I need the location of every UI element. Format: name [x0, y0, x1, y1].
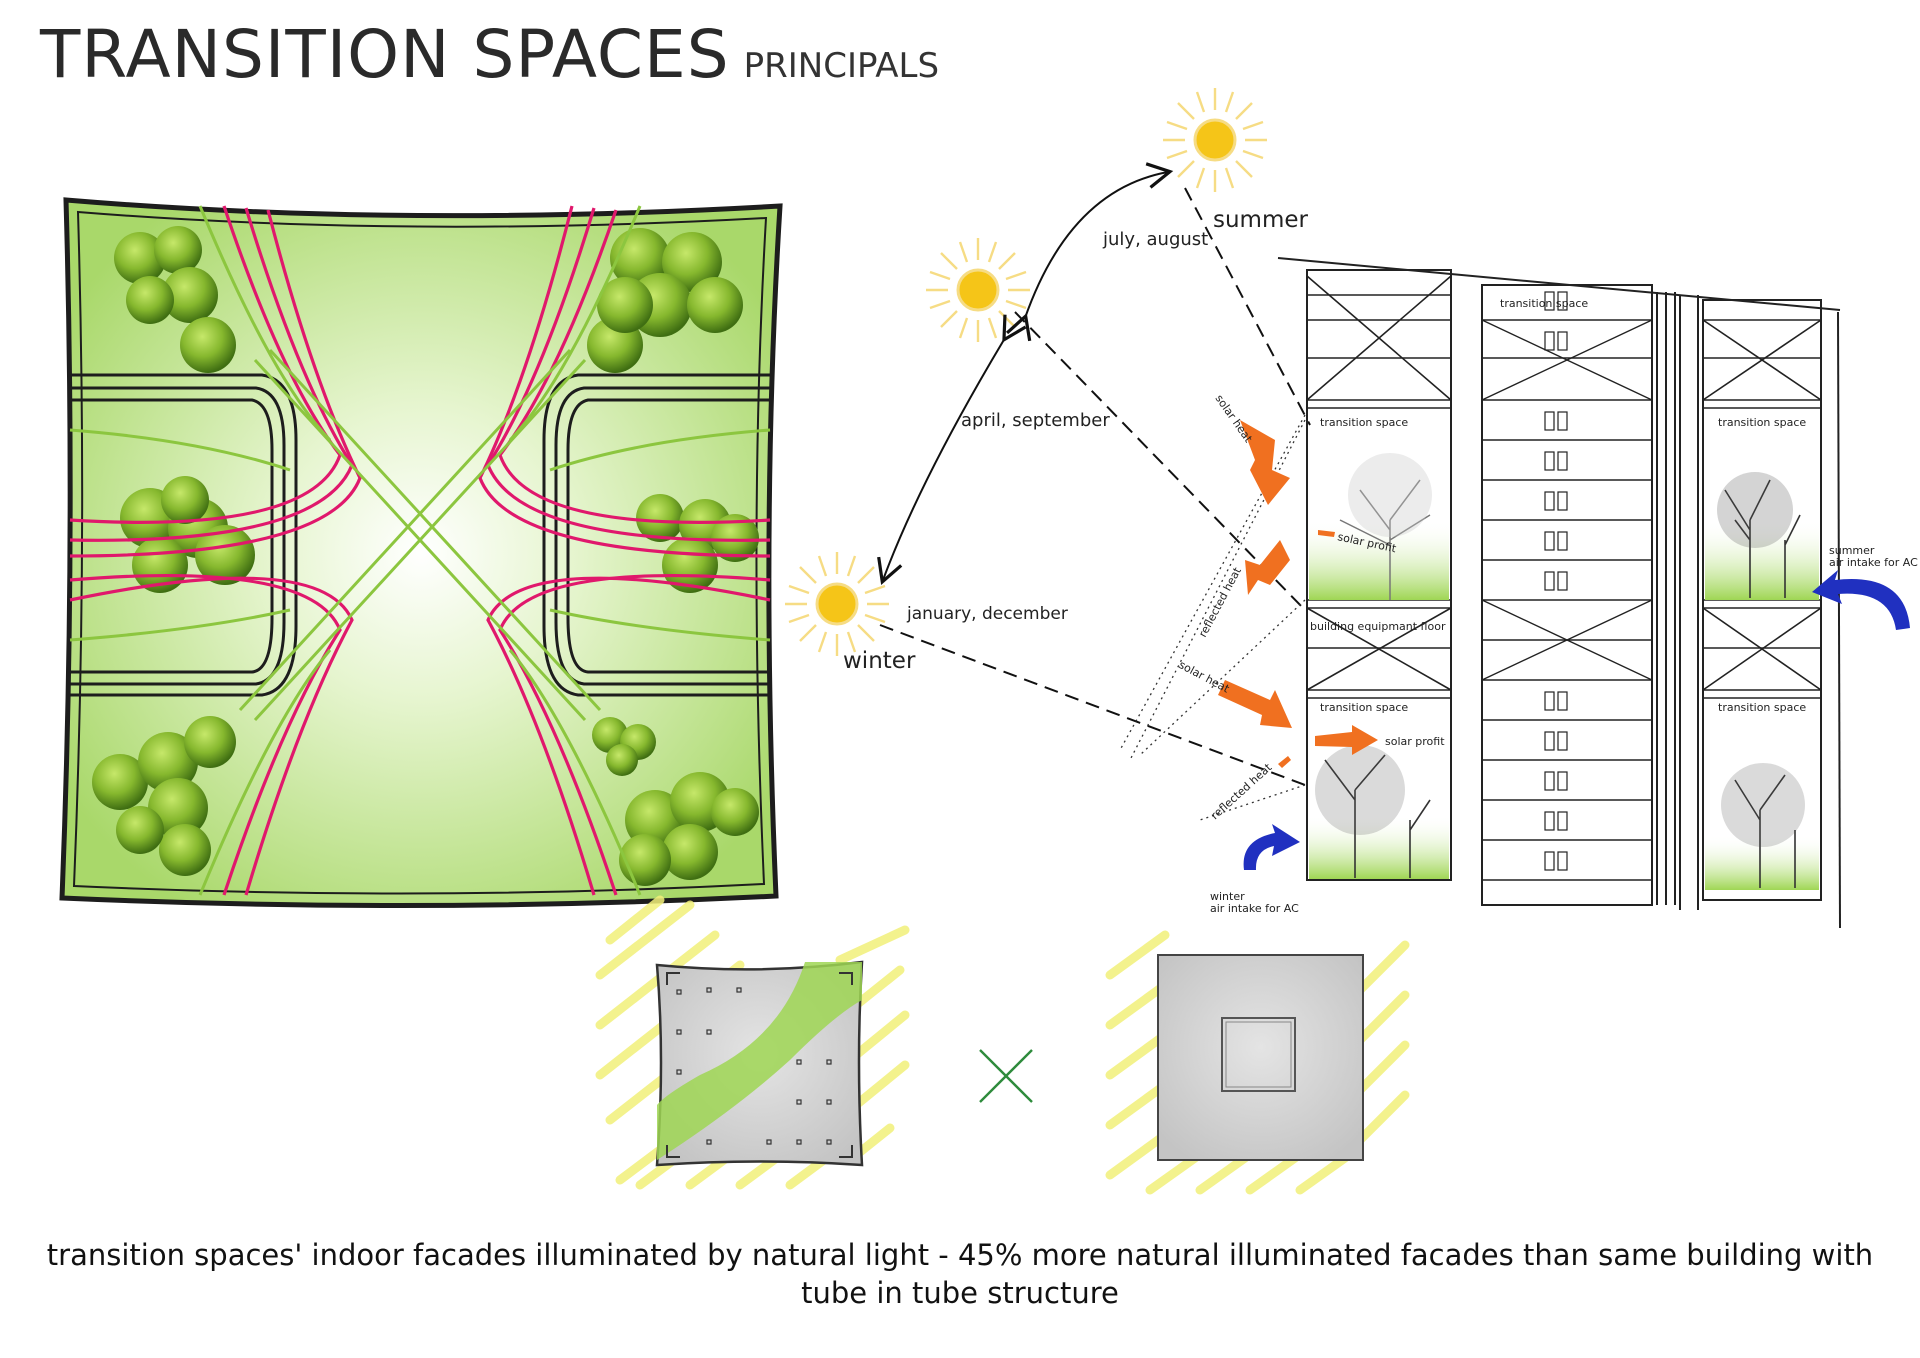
tree-icon [120, 476, 255, 593]
sun-icon [785, 552, 889, 656]
label-solar-heat-upper: solar heat [1213, 392, 1256, 445]
label-winter-intake-2: air intake for AC [1210, 902, 1299, 915]
floor-plan [59, 197, 783, 909]
title-sub: PRINCIPALS [743, 46, 940, 86]
slab-grid-dots [676, 987, 832, 1145]
tree-icon [1721, 763, 1805, 888]
label-lower-right: transition space [1718, 701, 1806, 714]
label-reflected-heat-lower: reflected heat [1208, 760, 1275, 822]
reflection-lines [1119, 414, 1306, 821]
caption: transition spaces' indoor facades illumi… [46, 1238, 1874, 1310]
sun-path: summer july, august april, september win… [785, 88, 1311, 786]
label-top-transition: transition space [1500, 297, 1588, 310]
slab-core [1221, 1017, 1296, 1092]
tree-icon [1315, 745, 1431, 878]
sun-icon [926, 238, 1030, 342]
arrow-icon [1218, 420, 1378, 768]
summer-label: summer [1213, 207, 1309, 233]
tree-icon [1717, 472, 1801, 598]
core-floors [1481, 319, 1653, 881]
tree-icon [636, 494, 759, 593]
sun-ray-lines [879, 187, 1311, 786]
comparison-left [595, 895, 910, 1190]
comparison-right [1105, 930, 1410, 1195]
label-reflected-heat-upper: reflected heat [1196, 565, 1244, 640]
label-upper-left: transition space [1320, 416, 1408, 429]
arrow-icon [1243, 570, 1910, 870]
label-solar-profit-lower: solar profit [1385, 735, 1445, 748]
slab-right [1157, 954, 1364, 1161]
summer-period: july, august [1102, 229, 1208, 250]
label-summer-intake-1: summer [1829, 544, 1875, 557]
label-winter-intake-1: winter [1210, 890, 1245, 903]
title-main: TRANSITION SPACES [40, 16, 730, 93]
corner-trees [92, 226, 759, 886]
arc-equinox-winter [877, 314, 1027, 586]
page-title: TRANSITION SPACES PRINCIPALS [40, 16, 939, 93]
tree-icon [1339, 453, 1432, 600]
label-lower-left: transition space [1320, 701, 1408, 714]
building-section: transition space transition space transi… [1119, 257, 1918, 929]
winter-label: winter [843, 648, 916, 674]
label-solar-heat-lower: solar heat [1177, 658, 1232, 696]
winter-period: january, december [906, 604, 1068, 624]
label-equipment-floor: building equipmant floor [1310, 620, 1446, 633]
label-summer-intake-2: air intake for AC [1829, 556, 1918, 569]
equinox-period: april, september [961, 410, 1110, 431]
green-diagonal-lines [69, 205, 771, 896]
tree-icon [92, 716, 236, 876]
tree-icon [114, 226, 236, 373]
slab-green-band [657, 962, 862, 1160]
label-upper-right: transition space [1718, 416, 1806, 429]
cross-icon [979, 1049, 1033, 1103]
arc-summer-equinox [1005, 162, 1174, 342]
pink-sweep-lines [69, 205, 771, 896]
core-windows [1544, 291, 1568, 871]
sun-icon [1163, 88, 1267, 192]
